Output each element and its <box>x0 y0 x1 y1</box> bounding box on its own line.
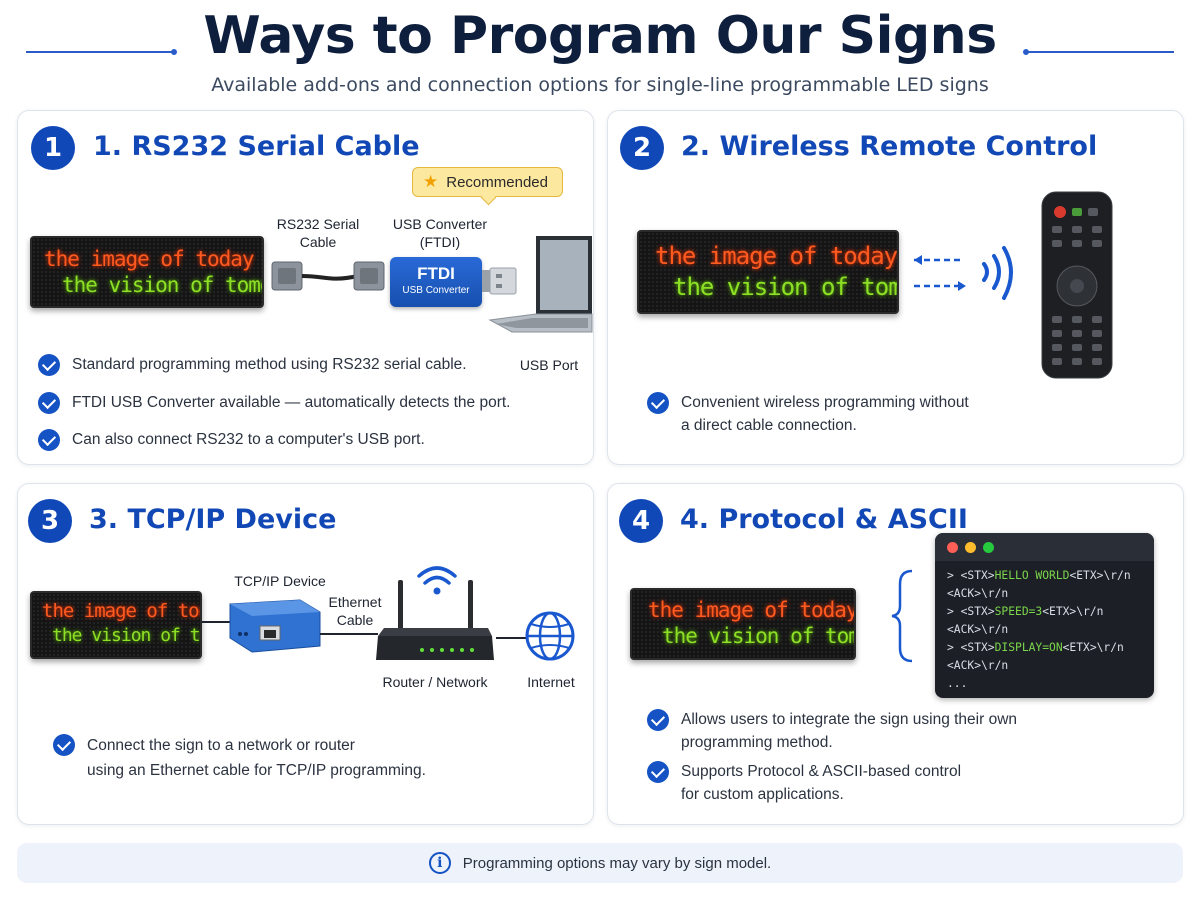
tcpip-device-label: TCP/IP Device <box>234 573 326 589</box>
card-number-badge: 4 <box>619 499 663 543</box>
usb-port-label: USB Port <box>519 357 579 373</box>
serial-cable-icon <box>271 261 385 291</box>
led-line-2: the vision of tomorrow <box>52 625 200 646</box>
card-number-badge: 1 <box>31 126 75 170</box>
card-tcpip <box>17 483 594 825</box>
led-line-1: the image of today <box>648 598 856 622</box>
page-subtitle: Available add-ons and connection options… <box>211 74 989 96</box>
checkmark-icon <box>647 709 669 731</box>
title-decoration-right <box>1023 49 1174 55</box>
checkmark-icon <box>38 354 60 376</box>
led-line-1: the image of today <box>655 242 898 270</box>
ftdi-label: FTDI <box>417 264 455 283</box>
laptop-icon <box>488 236 593 333</box>
curly-brace-icon <box>891 569 913 663</box>
led-line-2: the vision of tomorrow <box>62 273 262 297</box>
terminal-line: ... <box>947 677 968 690</box>
wireless-signal-icon <box>914 246 1013 300</box>
usb-converter-label: USB Converter(FTDI) <box>392 216 488 250</box>
feature-item: Standard programming method using RS232 … <box>38 353 467 376</box>
usb-plug-icon <box>482 267 517 295</box>
led-line-2: the vision of tomorrow <box>673 273 897 301</box>
checkmark-icon <box>647 392 669 414</box>
terminal-line: > <STX>HELLO WORLD<ETX>\r/n <box>947 569 1131 582</box>
star-icon: ★ <box>423 172 439 191</box>
led-line-1: the image of today <box>44 247 255 271</box>
feature-item: Can also connect RS232 to a computer's U… <box>38 428 425 451</box>
remote-control-icon <box>1041 191 1113 379</box>
feature-item: FTDI USB Converter available — automatic… <box>38 391 511 414</box>
globe-icon <box>496 611 575 661</box>
router-icon <box>376 580 494 660</box>
led-sign: the image of today the vision of tomorro… <box>637 230 899 314</box>
terminal-line: > <STX>SPEED=3<ETX>\r/n <box>947 605 1104 618</box>
internet-label: Internet <box>527 674 575 690</box>
terminal-line: <ACK>\r/n <box>947 659 1009 672</box>
checkmark-icon <box>53 734 75 756</box>
ftdi-converter: FTDI USB Converter <box>390 257 482 307</box>
card-number-badge: 2 <box>620 126 664 170</box>
maximize-dot-icon <box>983 541 994 553</box>
footer-note: i Programming options may vary by sign m… <box>17 843 1183 883</box>
tcpip-device-icon <box>202 599 378 653</box>
recommended-badge: ★ Recommended <box>412 167 563 197</box>
terminal-line: <ACK>\r/n <box>947 623 1009 636</box>
info-icon: i <box>428 852 451 874</box>
checkmark-icon <box>647 761 669 783</box>
terminal-titlebar <box>935 533 1154 561</box>
recommended-label: Recommended <box>446 173 548 191</box>
led-sign: the image of today the vision of tomorro… <box>30 236 264 308</box>
router-label: Router / Network <box>382 674 488 690</box>
terminal-line: <ACK>\r/n <box>947 587 1009 600</box>
card-title: 4. Protocol & ASCII <box>680 504 968 535</box>
footer-text: Programming options may vary by sign mod… <box>462 854 772 872</box>
feature-item: Allows users to integrate the sign using… <box>647 708 1017 754</box>
title-decoration-left <box>26 49 177 55</box>
terminal-output: > <STX>HELLO WORLD<ETX>\r/n <ACK>\r/n > … <box>935 561 1154 698</box>
led-sign: the image of today the vision of tomorro… <box>30 591 202 659</box>
card-title: 1. RS232 Serial Cable <box>93 131 420 162</box>
close-dot-icon <box>947 541 958 553</box>
card-title: 2. Wireless Remote Control <box>681 131 1098 162</box>
terminal-line: > <STX>DISPLAY=ON<ETX>\r/n <box>947 641 1124 654</box>
ftdi-sublabel: USB Converter <box>402 285 470 296</box>
led-sign: the image of today the vision of tomorro… <box>630 588 856 660</box>
led-line-1: the image of today <box>42 600 200 622</box>
checkmark-icon <box>38 429 60 451</box>
card-number-badge: 3 <box>28 499 72 543</box>
card-title: 3. TCP/IP Device <box>89 504 337 535</box>
led-line-2: the vision of tomorrow <box>662 624 854 648</box>
terminal-window: > <STX>HELLO WORLD<ETX>\r/n <ACK>\r/n > … <box>935 533 1154 698</box>
minimize-dot-icon <box>965 541 976 553</box>
checkmark-icon <box>38 392 60 414</box>
page-title: Ways to Program Our Signs <box>203 6 997 66</box>
wifi-icon <box>417 566 457 595</box>
